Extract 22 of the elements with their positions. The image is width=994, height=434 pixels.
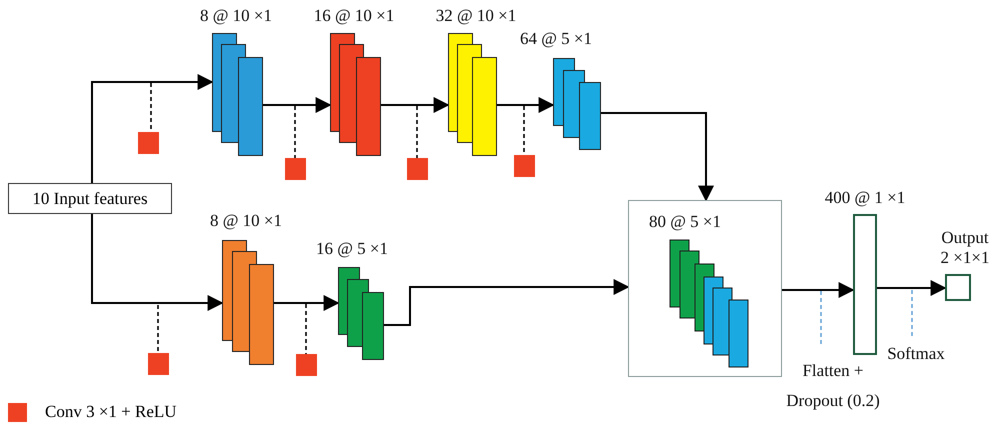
arrow — [383, 279, 630, 326]
layer-label: Output 2 ×1×1 — [940, 228, 990, 269]
layer-label: 32 @ 10 ×1 — [436, 7, 516, 26]
arrow — [877, 280, 947, 296]
arrow — [600, 112, 714, 202]
layer-label: 400 @ 1 ×1 — [824, 189, 906, 208]
layer-label: 16 @ 10 ×1 — [314, 7, 394, 26]
layer-label: 16 @ 5 ×1 — [316, 240, 388, 259]
merge-box — [628, 200, 782, 377]
arrow — [782, 282, 855, 298]
arrow — [262, 97, 332, 113]
arrow — [91, 214, 224, 311]
layer-label: 64 @ 5 ×1 — [520, 30, 592, 49]
layer-label: 8 @ 10 ×1 — [210, 212, 282, 231]
arrow — [380, 97, 450, 113]
layer-label: 80 @ 5 ×1 — [649, 213, 721, 232]
arrow — [496, 97, 555, 113]
arrow — [273, 295, 340, 311]
legend-label: Conv 3 ×1 + ReLU — [45, 402, 177, 422]
layer-label: 8 @ 10 ×1 — [200, 7, 272, 26]
input-box: 10 Input features — [8, 183, 172, 214]
arrow — [91, 74, 214, 183]
